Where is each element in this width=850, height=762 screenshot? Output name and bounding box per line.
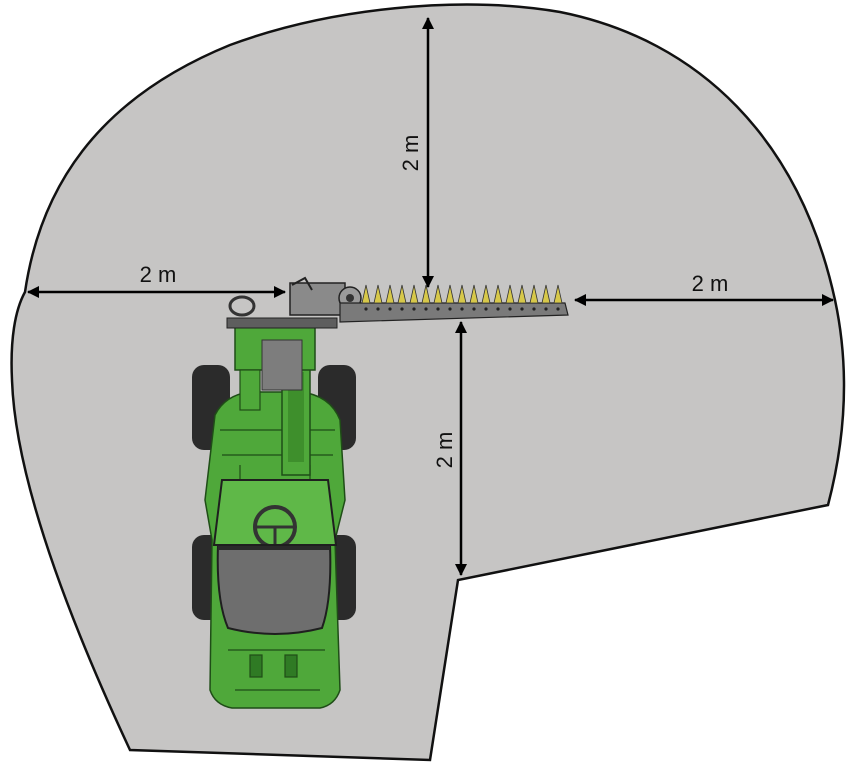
blade-bolt [472,307,476,311]
blade-bolt [424,307,428,311]
blade-tooth [457,284,467,304]
blade-tooth [421,284,431,304]
blade-tooth [373,284,383,304]
blade-tooth [397,284,407,304]
dimension-label-bottom: 2 m [432,432,457,469]
dimension-label-top: 2 m [398,135,423,172]
blade-bolt [412,307,416,311]
blade-bolt [460,307,464,311]
blade-bolt [532,307,536,311]
blade-bolt [436,307,440,311]
blade-tooth [445,284,455,304]
blade-bolt [448,307,452,311]
blade-tooth [481,284,491,304]
blade-tooth [517,284,527,304]
blade-bolt [364,307,368,311]
blade-tooth [493,284,503,304]
blade-bolt [520,307,524,311]
blade-tooth [385,284,395,304]
blade-bolt [556,307,560,311]
blade-tooth [529,284,539,304]
blade-tooth [541,284,551,304]
blade-bolt [484,307,488,311]
blade-bolt [508,307,512,311]
blade-tooth [361,284,371,304]
loader-with-hedge-trimmer-topview-icon [192,276,569,709]
blade-bolt [496,307,500,311]
dimension-label-right: 2 m [692,271,729,296]
dimension-label-left: 2 m [140,262,177,287]
blade-tooth [505,284,515,304]
blade-tooth [409,284,419,304]
cab-frame [212,479,338,546]
blade-tooth [433,284,443,304]
blade-bolt [388,307,392,311]
blade-bolt [400,307,404,311]
cab-roof [216,544,332,635]
blade-tooth [553,284,563,304]
cutter-blade-teeth [361,284,563,311]
blade-bolt [376,307,380,311]
blade-tooth [469,284,479,304]
engine-cover-details [220,429,335,691]
blade-bolt [544,307,548,311]
